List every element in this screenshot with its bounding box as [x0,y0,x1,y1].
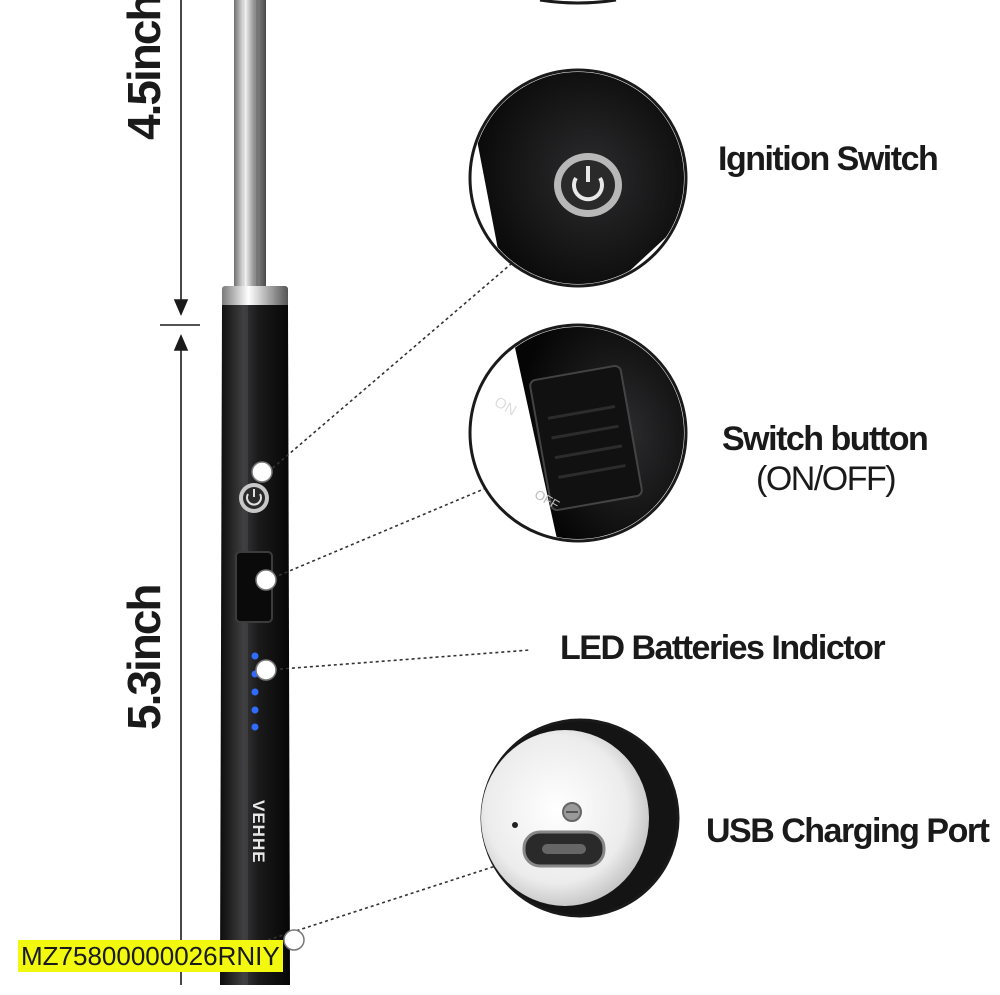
dimension-lower: 5.3inch [118,585,170,730]
lighter-body [220,305,290,985]
dimension-upper: 4.5inch [118,0,170,140]
switch-button-label: Switch button [722,420,929,458]
chrome-collar [222,286,288,308]
usb-port-label: USB Charging Port [706,812,990,850]
flexible-neck [234,0,266,290]
leader-endpoints [251,461,305,951]
leader-lines [267,257,531,941]
zoom-usb-port [480,718,680,918]
led-indicator-label: LED Batteries Indictor [560,629,886,667]
ignition-switch-label: Ignition Switch [718,140,939,178]
sku-tag: MZ75800000026RNIY [18,940,283,972]
switch-button-onoff-label: (ON/OFF) [756,460,897,498]
body-ignition-button [239,483,269,513]
brand-logo: VEHHE [249,800,268,864]
zoom-switch-button [468,323,688,543]
partial-zoom-circle [539,0,617,5]
zoom-ignition-switch [468,68,688,288]
dimension-lines [160,0,200,985]
